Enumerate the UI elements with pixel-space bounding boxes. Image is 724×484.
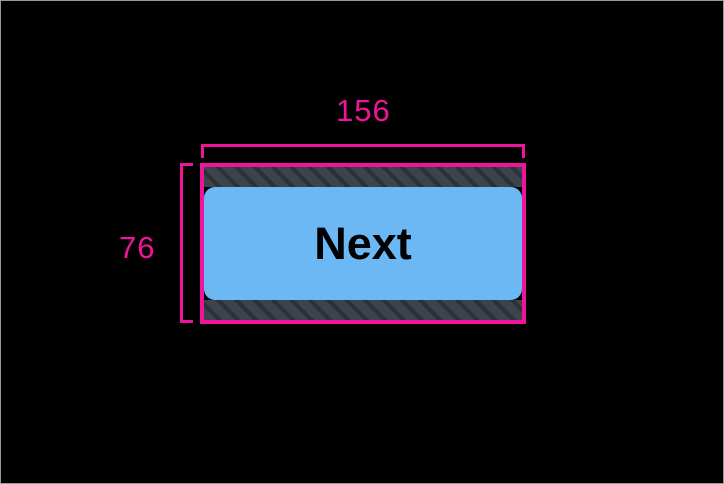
width-dimension-label: 156 [336,93,391,128]
next-button-label: Next [314,218,412,269]
element-highlight-box: Next [200,163,526,324]
width-measurement-bracket [201,144,525,158]
element-inner-content: Next [204,167,522,320]
padding-band-bottom [204,300,522,320]
next-button[interactable]: Next [204,187,522,300]
padding-band-top [204,167,522,187]
height-measurement-bracket [180,163,193,323]
height-dimension-label: 76 [119,230,156,265]
